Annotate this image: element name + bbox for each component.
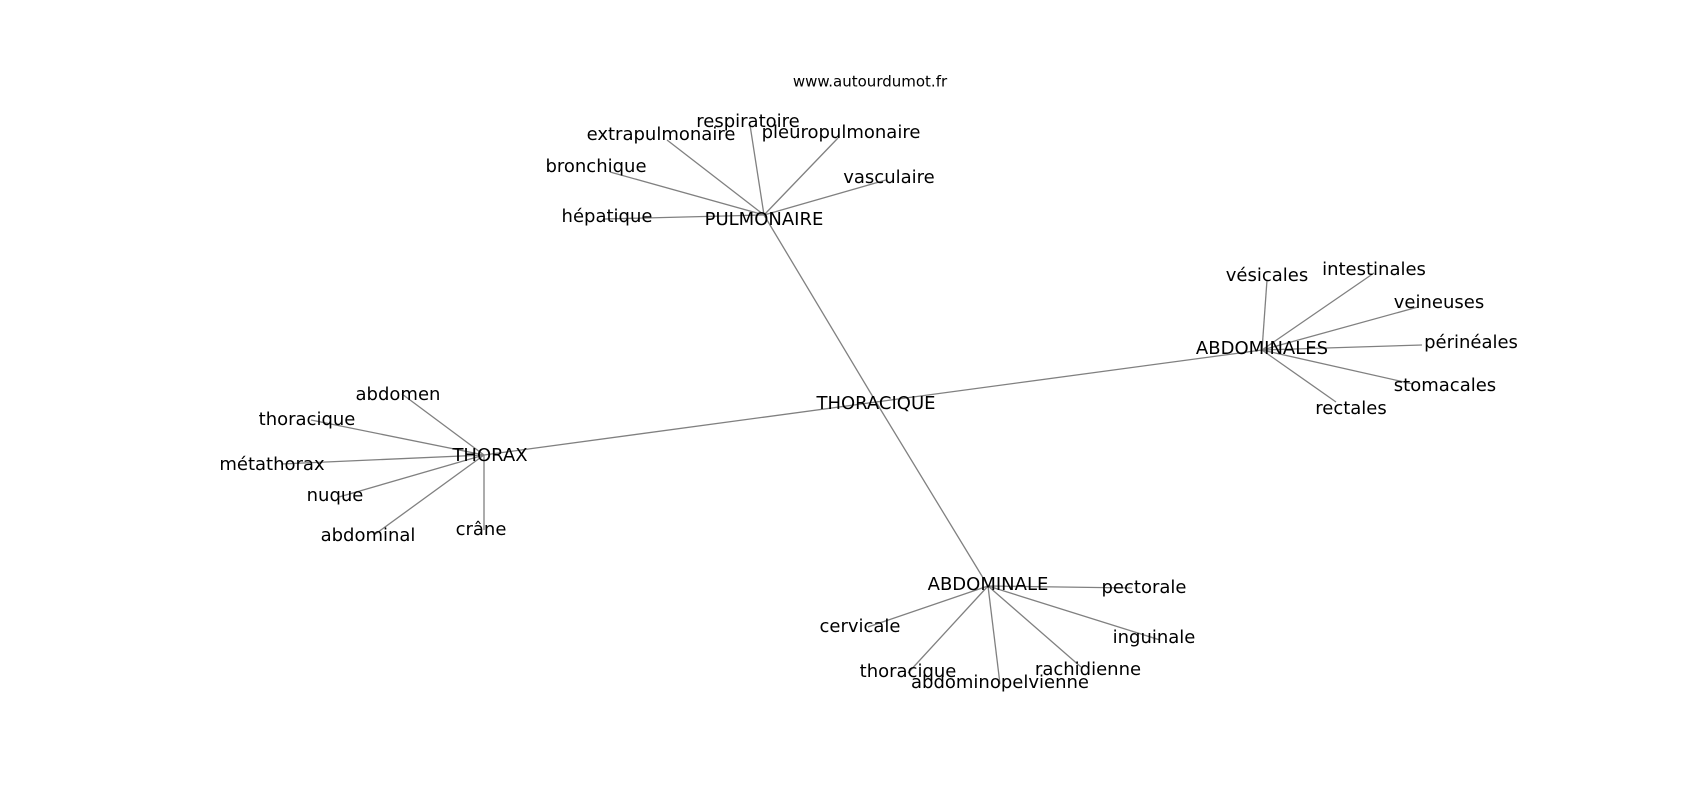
leaf-node-intestinales: intestinales <box>1322 259 1426 280</box>
leaf-node-rectales: rectales <box>1315 398 1387 419</box>
hub-node-thorax: THORAX <box>451 445 527 466</box>
hub-node-abdominale: ABDOMINALE <box>928 574 1049 595</box>
edge-abdominales-rectales <box>1261 349 1337 403</box>
edge-pulmonaire-extrapulmonaire <box>666 139 765 216</box>
leaf-node-bronchique: bronchique <box>545 156 646 177</box>
edge-center-abdominale <box>875 401 989 587</box>
edge-center-thorax <box>483 401 877 456</box>
leaf-node-veineuses: veineuses <box>1394 292 1484 313</box>
edge-pulmonaire-pleuropulmonaire <box>763 137 839 216</box>
leaf-node-inguinale: inguinale <box>1113 627 1196 648</box>
watermark-text: www.autourdumot.fr <box>793 73 948 91</box>
leaf-node-hepatique: hépatique <box>562 206 653 227</box>
edge-abdominale-cervicale <box>867 585 989 628</box>
leaf-node-extrapulmonaire: extrapulmonaire <box>587 124 736 145</box>
leaf-node-thoracique: thoracique <box>259 409 356 430</box>
leaf-node-cervicale: cervicale <box>819 616 900 637</box>
leaf-node-pectorale: pectorale <box>1102 577 1187 598</box>
leaf-node-abdominal: abdominal <box>321 525 416 546</box>
edge-abdominales-vesicales <box>1261 279 1268 351</box>
leaf-node-stomacales: stomacales <box>1394 375 1496 396</box>
edge-pulmonaire-respiratoire <box>749 124 765 216</box>
edge-abdominales-intestinales <box>1261 272 1375 351</box>
edge-abdominale-abdominopelvienne <box>987 585 1001 685</box>
edge-thorax-abdominal <box>373 454 485 536</box>
leaf-node-crane: crâne <box>456 519 507 540</box>
center-node-label: THORACIQUE <box>815 393 935 414</box>
hub-node-pulmonaire: PULMONAIRE <box>705 209 824 230</box>
edge-abdominale-pectorale <box>987 585 1133 589</box>
edge-thorax-thoracique <box>310 419 485 456</box>
edge-pulmonaire-vasculaire <box>763 179 887 216</box>
leaf-node-perineales: périnéales <box>1424 332 1518 353</box>
edge-thorax-metathorax <box>280 454 485 465</box>
leaf-node-abdominopelvienne: abdominopelvienne <box>911 672 1089 693</box>
edge-abdominale-rachidienne <box>987 585 1082 668</box>
leaf-node-respiratoire: respiratoire <box>696 111 799 132</box>
edge-abdominales-perineales <box>1261 344 1423 351</box>
edge-abdominale-thoracique <box>907 585 989 674</box>
edge-thorax-nuque <box>338 454 485 498</box>
hub-node-abdominales: ABDOMINALES <box>1196 338 1328 359</box>
leaf-node-metathorax: métathorax <box>219 454 325 475</box>
edge-center-pulmonaire <box>763 214 877 403</box>
leaf-node-rachidienne: rachidienne <box>1035 659 1141 680</box>
graph-labels: www.autourdumot.fr THORACIQUE PULMONAIRE r… <box>219 73 1518 694</box>
edge-abdominales-veineuses <box>1261 306 1419 351</box>
edge-abdominale-inguinale <box>987 585 1161 641</box>
edge-pulmonaire-bronchique <box>609 171 765 216</box>
leaf-node-nuque: nuque <box>307 485 364 506</box>
leaf-node-thoracique: thoracique <box>860 661 957 682</box>
edge-center-abdominales <box>875 349 1263 403</box>
edge-pulmonaire-hepatique <box>603 214 765 220</box>
edge-thorax-abdomen <box>401 393 485 456</box>
leaf-node-abdomen: abdomen <box>356 384 441 405</box>
graph-edges <box>280 124 1423 685</box>
edge-abdominales-stomacales <box>1261 349 1414 385</box>
leaf-node-vesicales: vésicales <box>1226 265 1309 286</box>
leaf-node-vasculaire: vasculaire <box>843 167 934 188</box>
leaf-node-pleuropulmonaire: pleuropulmonaire <box>762 122 921 143</box>
